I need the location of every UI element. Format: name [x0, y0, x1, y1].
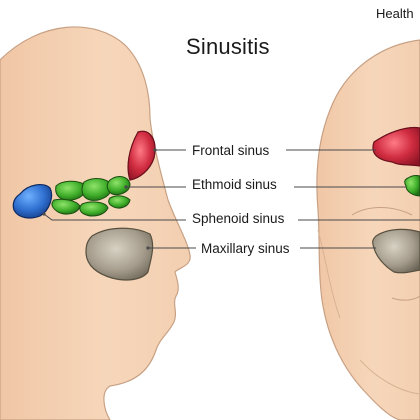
left-maxillary-sinus — [85, 227, 154, 281]
label-ethmoid-sinus: Ethmoid sinus — [192, 177, 277, 192]
right-head-eye-contour — [351, 207, 413, 216]
leader-endpoints — [42, 148, 157, 250]
right-frontal-sinus — [372, 126, 420, 167]
right-ethmoid-sinus — [404, 175, 420, 197]
corner-label: Health — [376, 6, 414, 21]
label-maxillary-sinus: Maxillary sinus — [201, 241, 290, 256]
left-frontal-sinus — [127, 130, 156, 181]
left-ethmoid-sinus — [51, 176, 131, 217]
leader-sphenoid — [43, 213, 186, 221]
diagram-title: Sinusitis — [186, 34, 270, 59]
left-sphenoid-sinus — [12, 184, 53, 219]
label-frontal-sinus: Frontal sinus — [192, 143, 270, 158]
right-head-chin-contour — [359, 359, 420, 395]
leader-dot-sphenoid — [42, 212, 46, 216]
left-head-profile — [0, 26, 191, 420]
leader-dot-maxillary — [146, 246, 150, 250]
leader-lines — [43, 149, 420, 249]
right-maxillary-sinus — [372, 228, 420, 274]
leader-dot-ethmoid — [124, 185, 128, 189]
right-head-cheek-contour — [317, 229, 341, 319]
label-sphenoid-sinus: Sphenoid sinus — [192, 211, 285, 226]
right-head-mouth-contour — [391, 295, 420, 301]
leader-dot-frontal — [153, 148, 157, 152]
